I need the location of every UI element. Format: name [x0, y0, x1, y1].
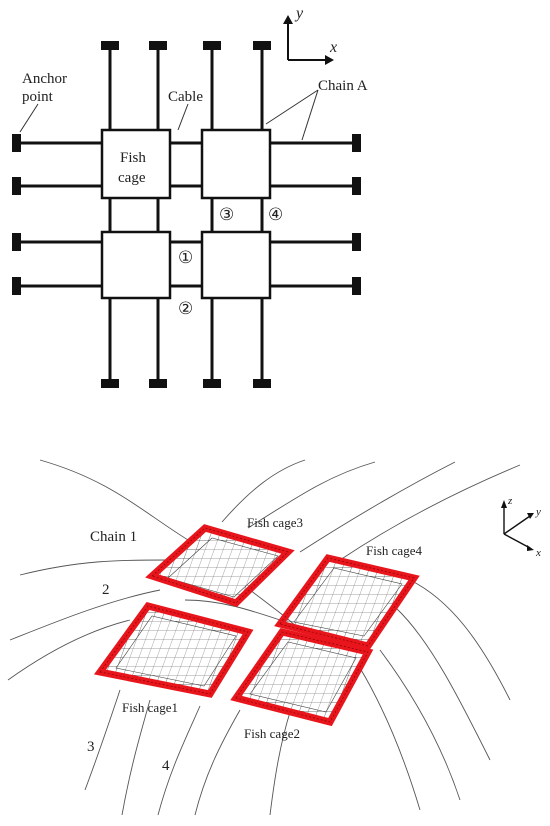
marker-1: ①: [178, 248, 193, 267]
anchor-label-line2: point: [22, 89, 54, 105]
chain-4-label: 4: [162, 758, 170, 774]
fish-cage-3-3d: [145, 524, 295, 607]
fish-cage-2-3d: [230, 628, 374, 727]
fish-cage-box: [100, 230, 172, 300]
bottom-axis-y-label: y: [535, 506, 541, 518]
anchor-block: [253, 41, 271, 50]
mooring-chains-3d: [7, 459, 521, 816]
anchor-block: [352, 177, 361, 195]
top-axis-icon: [283, 15, 334, 65]
anchor-block: [101, 379, 119, 388]
anchor-block: [203, 379, 221, 388]
anchor-block: [101, 41, 119, 50]
fish-cage-label-line2: cage: [118, 170, 146, 186]
anchor-block: [352, 134, 361, 152]
anchor-block: [352, 233, 361, 251]
chain-a-label: Chain A: [318, 78, 368, 94]
fish-cage4-label: Fish cage4: [366, 543, 422, 558]
fish-cage-4-3d: [274, 554, 420, 650]
anchor-block: [12, 277, 21, 295]
marker-3: ③: [219, 205, 234, 224]
leader-lines: [19, 89, 319, 141]
anchor-label-line1: Anchor: [22, 71, 67, 87]
marker-2: ②: [178, 299, 193, 318]
bottom-axis-x-label: x: [535, 547, 541, 559]
chain-3-label: 3: [87, 739, 95, 755]
chain-curve: [39, 459, 189, 541]
top-layout-diagram: [18, 47, 356, 382]
fish-cage2-label: Fish cage2: [244, 726, 300, 741]
anchor-block: [12, 177, 21, 195]
anchor-block: [352, 277, 361, 295]
anchor-block: [253, 379, 271, 388]
top-axis-x-label: x: [329, 39, 337, 56]
anchor-block: [149, 379, 167, 388]
chain-2-label: 2: [102, 582, 110, 598]
cable-label: Cable: [168, 89, 203, 105]
anchor-block: [149, 41, 167, 50]
fish-cage-box: [100, 128, 172, 200]
anchor-block: [203, 41, 221, 50]
fish-cage-box: [200, 128, 272, 200]
fish-cage-label-line1: Fish: [120, 150, 146, 166]
anchor-points: [12, 41, 361, 388]
anchor-block: [12, 233, 21, 251]
bottom-axis-icon: [501, 500, 534, 551]
fish-cage-box: [200, 230, 272, 300]
fish-cage1-label: Fish cage1: [122, 700, 178, 715]
anchor-block: [12, 134, 21, 152]
top-axis-y-label: y: [294, 5, 304, 22]
fish-cage3-label: Fish cage3: [247, 515, 303, 530]
fish-cage-1-3d: [93, 602, 254, 698]
marker-4: ④: [268, 205, 283, 224]
chain-1-label: Chain 1: [90, 529, 137, 545]
bottom-axis-z-label: z: [507, 495, 513, 507]
